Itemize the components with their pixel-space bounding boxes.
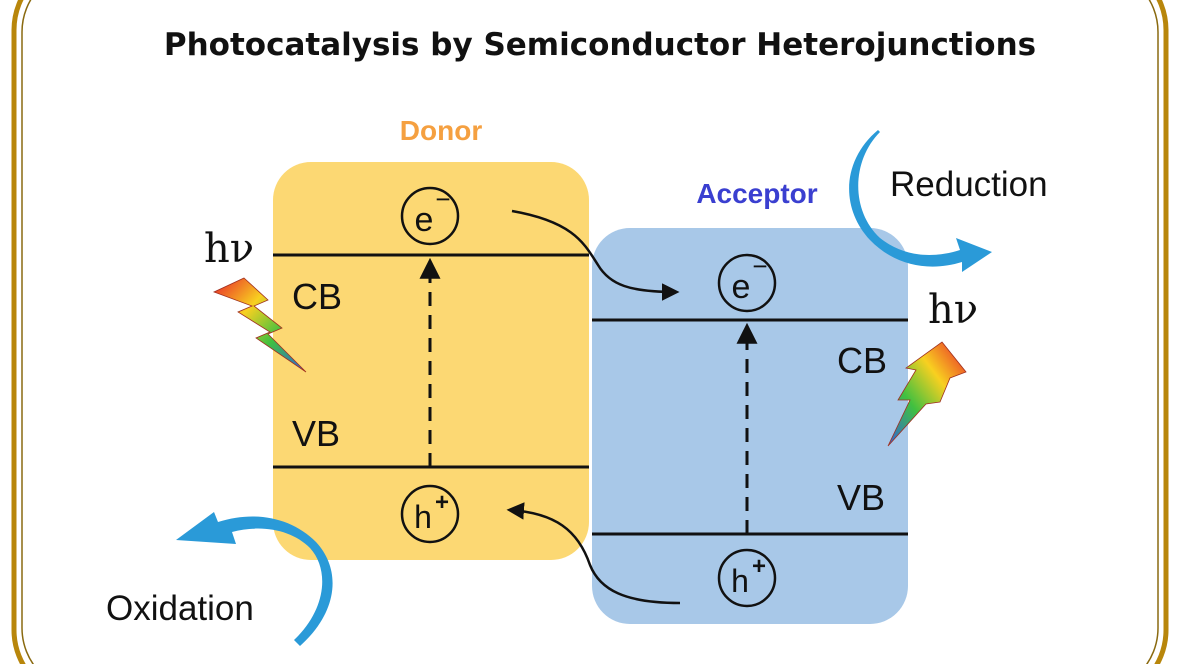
diagram-title: Photocatalysis by Semiconductor Heteroju… <box>164 27 1036 63</box>
acceptor-electron: e − <box>717 251 777 313</box>
acceptor-photon-label: hν <box>928 287 978 333</box>
acceptor-lightning-icon <box>887 341 967 447</box>
svg-text:h: h <box>414 499 432 535</box>
acceptor-label: Acceptor <box>696 178 817 209</box>
donor-photon-label: hν <box>204 226 254 272</box>
svg-text:e: e <box>732 268 751 306</box>
svg-text:−: − <box>435 184 450 214</box>
donor-vb-label: VB <box>292 413 340 454</box>
hole-transfer-arrow <box>506 502 681 605</box>
svg-text:+: + <box>435 489 449 516</box>
reduction-curved-arrow <box>849 130 992 272</box>
svg-text:h: h <box>731 563 749 599</box>
donor-lightning-icon <box>212 277 307 373</box>
electron-transfer-arrow <box>511 209 680 301</box>
acceptor-box <box>592 228 908 624</box>
reduction-label: Reduction <box>890 165 1048 204</box>
svg-text:e: e <box>415 201 434 239</box>
acceptor-hole: h + <box>717 548 777 608</box>
svg-text:−: − <box>752 251 767 281</box>
donor-label: Donor <box>400 115 483 146</box>
donor-hole: h + <box>400 484 460 544</box>
donor-cb-label: CB <box>292 276 342 317</box>
donor-electron: e − <box>400 184 460 246</box>
acceptor-vb-label: VB <box>837 477 885 518</box>
oxidation-label: Oxidation <box>106 589 254 628</box>
svg-text:+: + <box>752 553 766 580</box>
outer-border-inner <box>21 0 1159 669</box>
acceptor-cb-label: CB <box>837 340 887 381</box>
